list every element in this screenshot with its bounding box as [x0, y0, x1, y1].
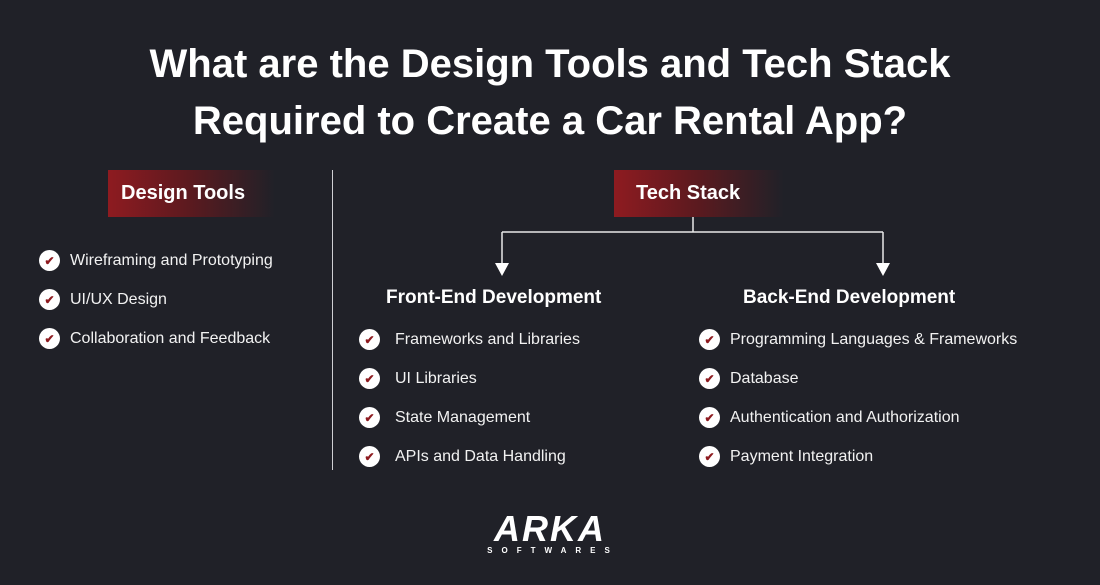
- front-end-heading: Front-End Development: [386, 287, 602, 308]
- page-title: What are the Design Tools and Tech Stack…: [0, 36, 1100, 150]
- arka-logo: ARKA SOFTWARES: [470, 508, 630, 556]
- title-line-1: What are the Design Tools and Tech Stack: [149, 42, 951, 86]
- list-item: ✔ UI/UX Design: [40, 290, 167, 309]
- item-label: Payment Integration: [730, 447, 874, 465]
- list-item: ✔ Collaboration and Feedback: [40, 329, 270, 348]
- list-item: ✔ Database: [700, 369, 799, 388]
- check-badge-icon: ✔: [700, 330, 719, 349]
- title-line-2: Required to Create a Car Rental App?: [192, 99, 908, 143]
- check-badge-icon: ✔: [360, 408, 379, 427]
- list-item: ✔ Payment Integration: [700, 447, 873, 466]
- list-item: ✔ Authentication and Authorization: [700, 408, 960, 427]
- check-badge-icon: ✔: [40, 251, 59, 270]
- check-badge-icon: ✔: [360, 330, 379, 349]
- item-label: Programming Languages & Frameworks: [730, 330, 1018, 348]
- list-item: ✔ State Management: [360, 408, 530, 427]
- check-badge-icon: ✔: [700, 369, 719, 388]
- tech-stack-badge: Tech Stack: [614, 170, 784, 217]
- item-label: Database: [730, 369, 799, 387]
- list-item: ✔ UI Libraries: [360, 369, 477, 388]
- item-label: Authentication and Authorization: [730, 408, 960, 426]
- logo-wordmark: ARKA: [494, 508, 606, 549]
- logo-tagline: SOFTWARES: [487, 546, 619, 555]
- check-badge-icon: ✔: [40, 329, 59, 348]
- design-tools-badge: Design Tools: [108, 170, 275, 217]
- item-label: Frameworks and Libraries: [395, 330, 580, 348]
- item-label: APIs and Data Handling: [395, 447, 566, 465]
- check-badge-icon: ✔: [700, 447, 719, 466]
- list-item: ✔ Wireframing and Prototyping: [40, 251, 273, 270]
- list-item: ✔ APIs and Data Handling: [360, 447, 566, 466]
- check-badge-icon: ✔: [700, 408, 719, 427]
- column-divider: [332, 170, 333, 470]
- check-badge-icon: ✔: [360, 447, 379, 466]
- check-badge-icon: ✔: [40, 290, 59, 309]
- item-label: Collaboration and Feedback: [70, 329, 271, 347]
- item-label: UI Libraries: [395, 369, 477, 387]
- item-label: State Management: [395, 408, 531, 426]
- list-item: ✔ Frameworks and Libraries: [360, 330, 580, 349]
- item-label: UI/UX Design: [70, 290, 167, 308]
- check-badge-icon: ✔: [360, 369, 379, 388]
- item-label: Wireframing and Prototyping: [70, 251, 273, 269]
- list-item: ✔ Programming Languages & Frameworks: [700, 330, 1017, 349]
- back-end-heading: Back-End Development: [743, 287, 956, 308]
